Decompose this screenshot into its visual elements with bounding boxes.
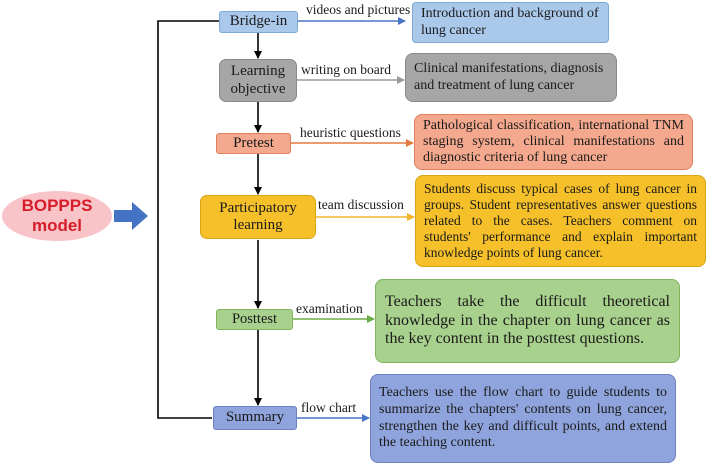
stage-learning-objective: Learning objective: [219, 59, 297, 102]
stage-posttest: Posttest: [216, 309, 293, 330]
edge-label-bridge-in: videos and pictures: [306, 2, 411, 17]
desc-pretest: Pathological classification, internation…: [414, 114, 693, 170]
stage-summary: Summary: [213, 406, 297, 430]
edge-label-posttest: examination: [296, 301, 363, 316]
desc-participatory-learning: Students discuss typical cases of lung c…: [415, 175, 706, 267]
bopps-model-node: BOPPPS model: [2, 191, 112, 241]
desc-learning-objective: Clinical manifestations, diagnosis and t…: [405, 53, 617, 102]
edge-label-participatory-learning: team discussion: [318, 197, 404, 212]
desc-bridge-in: Introduction and background of lung canc…: [412, 2, 609, 43]
edge-label-summary: flow chart: [301, 400, 357, 415]
stage-pretest: Pretest: [216, 133, 291, 154]
edge-label-pretest: heuristic questions: [300, 125, 401, 140]
stage-bridge-in: Bridge-in: [219, 11, 298, 33]
desc-posttest: Teachers take the difficult theoretical …: [375, 279, 680, 363]
bracket-line: [157, 20, 219, 419]
big-arrow: [114, 202, 148, 230]
desc-summary: Teachers use the flow chart to guide stu…: [370, 374, 676, 463]
stage-participatory-learning: Participatory learning: [200, 195, 316, 239]
edge-label-learning-objective: writing on board: [301, 62, 391, 77]
